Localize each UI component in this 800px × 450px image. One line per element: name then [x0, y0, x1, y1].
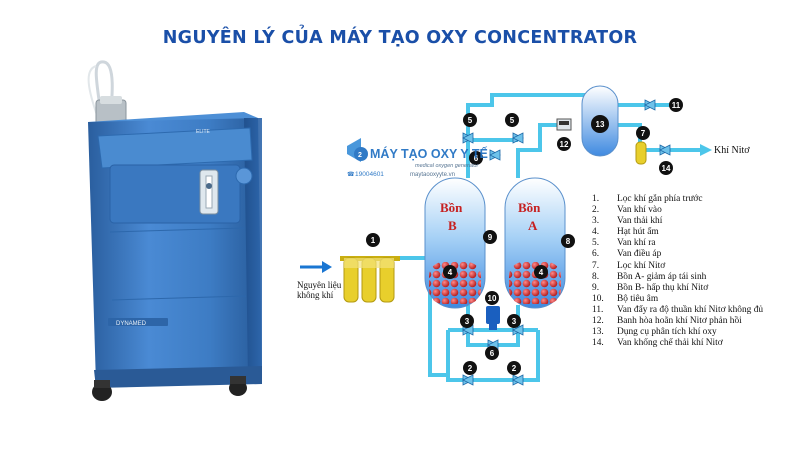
tank-a-label-line1: Bồn	[518, 200, 541, 215]
marker-6: 6	[490, 349, 495, 358]
legend-item: 8. Bồn A- giảm áp tái sinh	[592, 272, 797, 283]
legend-number: 10.	[592, 293, 604, 304]
legend-text: Bộ tiêu âm	[617, 293, 659, 304]
legend-number: 1.	[592, 194, 600, 204]
tank-a-label-line2: A	[528, 218, 538, 233]
legend-number: 3.	[592, 216, 600, 227]
watermark-tagline: medical oxygen generator	[415, 163, 479, 169]
legend-number: 8.	[592, 271, 600, 282]
marker-13: 13	[596, 120, 605, 129]
marker-6: 6	[474, 154, 479, 163]
legend-item: 9. Bồn B- hấp thụ khí Nitơ	[592, 283, 797, 294]
legend-item: 10. Bộ tiêu âm	[592, 294, 797, 305]
marker-11: 11	[672, 101, 681, 110]
marker-12: 12	[560, 140, 569, 149]
legend-item: 1. Lọc khí gắn phía trước	[592, 194, 797, 205]
marker-14: 14	[662, 164, 671, 173]
legend-text: Banh hòa hoãn khí Nitơ phản hồi	[617, 316, 742, 327]
legend-item: 7. Lọc khí Nitơ	[592, 261, 797, 272]
device-brand: DYNAMED	[116, 321, 147, 327]
watermark-logo: 2 MÁY TẠO OXY Y TẾ medical oxygen genera…	[347, 138, 488, 178]
marker-8: 8	[566, 237, 571, 246]
legend-number: 13.	[592, 327, 604, 338]
marker-10: 10	[488, 294, 497, 303]
legend-text: Van điều áp	[617, 249, 662, 260]
legend-item: 3. Van thải khí	[592, 216, 797, 227]
legend-text: Van thải khí	[617, 216, 663, 227]
legend-text: Van đẩy ra độ thuần khí Nitơ không đủ	[617, 304, 764, 315]
legend-item: 11. Van đẩy ra độ thuần khí Nitơ không đủ	[592, 305, 797, 316]
page-title: NGUYÊN LÝ CỦA MÁY TẠO OXY CONCENTRATOR	[162, 28, 638, 48]
legend-text: Dụng cụ phân tích khí oxy	[617, 327, 717, 338]
front-air-filter	[340, 256, 400, 303]
legend-item: 6. Van điều áp	[592, 249, 797, 260]
input-label-line2: không khí	[297, 290, 334, 300]
oxygen-concentrator-device: DYNAMED ELITE	[87, 60, 262, 401]
tank-b: Bồn B	[424, 177, 486, 309]
marker-9: 9	[488, 233, 493, 242]
legend-number: 2.	[592, 205, 600, 216]
valve-icons	[462, 99, 671, 386]
legend-item: 12. Banh hòa hoãn khí Nitơ phản hồi	[592, 316, 797, 327]
nitrogen-filter	[635, 141, 647, 165]
legend-item: 4. Hạt hút ẩm	[592, 227, 797, 238]
marker-2: 2	[468, 364, 473, 373]
marker-7: 7	[641, 129, 646, 138]
marker-4: 4	[539, 268, 544, 277]
marker-1: 1	[371, 236, 376, 245]
legend-number: 11.	[592, 304, 604, 315]
marker-5: 5	[468, 116, 473, 125]
marker-5: 5	[510, 116, 515, 125]
tank-b-label-line1: Bồn	[440, 200, 463, 215]
legend-text: Lọc khí Nitơ	[617, 260, 666, 271]
svg-text:2: 2	[358, 152, 362, 159]
device-top-label: ELITE	[196, 129, 211, 135]
legend-text: Hạt hút ẩm	[617, 227, 659, 238]
legend-item: 2. Van khí vào	[592, 205, 797, 216]
legend-number: 9.	[592, 282, 600, 293]
phone-icon: ☎	[347, 171, 355, 178]
watermark-website: maytaooxyyte.vn	[410, 172, 455, 178]
speaker-grille	[235, 167, 253, 185]
marker-3: 3	[512, 317, 517, 326]
tank-b-label-line2: B	[448, 218, 457, 233]
legend-number: 14.	[592, 338, 604, 349]
legend-number: 7.	[592, 260, 600, 271]
component-legend: 1. Lọc khí gắn phía trước 2. Van khí vào 3…	[592, 194, 797, 349]
legend-text: Bồn A- giảm áp tái sinh	[617, 271, 707, 282]
marker-circles	[366, 98, 683, 375]
legend-text: Van khí ra	[617, 238, 656, 249]
marker-3: 3	[465, 317, 470, 326]
input-label-line1: Nguyên liệu	[297, 280, 342, 290]
legend-item: 5. Van khí ra	[592, 238, 797, 249]
marker-2: 2	[512, 364, 517, 373]
silencer	[486, 306, 500, 324]
legend-number: 6.	[592, 249, 600, 260]
legend-text: Van khống chế thải khí Nitơ	[617, 338, 723, 349]
legend-text: Bồn B- hấp thụ khí Nitơ	[617, 282, 709, 293]
tank-a: Bồn A	[504, 177, 566, 309]
watermark-name: MÁY TẠO OXY Y TẾ	[370, 146, 488, 161]
legend-item: 13. Dụng cụ phân tích khí oxy	[592, 327, 797, 338]
legend-number: 4.	[592, 227, 600, 238]
legend-text: Lọc khí gắn phía trước	[617, 194, 703, 204]
legend-text: Van khí vào	[617, 205, 662, 216]
legend-number: 12.	[592, 316, 604, 327]
legend-number: 5.	[592, 238, 600, 249]
legend-item: 14. Van khống chế thải khí Nitơ	[592, 338, 797, 349]
watermark-phone: 19004601	[355, 171, 384, 178]
output-label: Khí Nitơ	[714, 145, 750, 156]
marker-4: 4	[448, 268, 453, 277]
